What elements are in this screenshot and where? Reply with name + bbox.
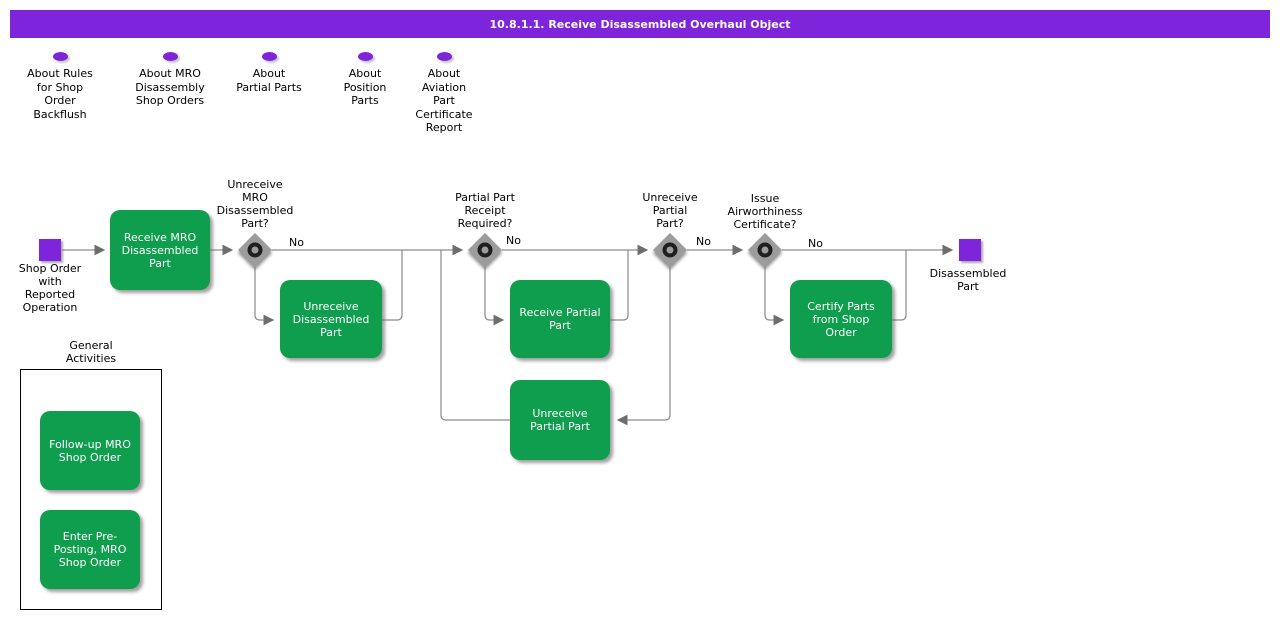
task-label: Unreceive Disassembled Part (292, 299, 370, 339)
exclamation-icon (436, 48, 452, 61)
connector-path (382, 250, 403, 321)
start-node-label: Shop Order with Reported Operation (18, 262, 82, 314)
connector-path (616, 267, 671, 426)
decision-label: Issue Airworthiness Certificate? (727, 192, 803, 231)
exclamation-icon (162, 48, 178, 61)
note-about-mro-disassembly-shop-orders[interactable]: About MRO Disassembly Shop Orders (112, 48, 228, 108)
connector-path (764, 267, 785, 326)
connector-path (440, 250, 510, 421)
decision-ring-icon (662, 242, 678, 258)
connector-path (610, 250, 629, 321)
note-label: About Position Parts (343, 67, 387, 107)
branch-no-label: No (506, 234, 521, 247)
branch-no-label: No (289, 236, 304, 249)
diagram-title: 10.8.1.1. Receive Disassembled Overhaul … (489, 17, 791, 31)
note-label: About Partial Parts (236, 67, 302, 94)
task-label: Receive MRO Disassembled Part (121, 230, 199, 270)
decision-ring-icon (247, 242, 263, 258)
task-receive-mro-disassembled-part[interactable]: Receive MRO Disassembled Part (110, 210, 210, 290)
connector-path (254, 267, 275, 326)
note-about-position-parts[interactable]: About Position Parts (307, 48, 423, 108)
note-about-partial-parts[interactable]: About Partial Parts (211, 48, 327, 94)
task-label: Follow-up MRO Shop Order (49, 437, 131, 464)
branch-no-label: No (696, 235, 711, 248)
decision-label: Unreceive Partial Part? (642, 191, 698, 230)
note-about-rules-for-shop-order-backflush[interactable]: About Rules for Shop Order Backflush (2, 48, 118, 121)
task-receive-partial-part[interactable]: Receive Partial Part (510, 280, 610, 358)
task-label: Certify Parts from Shop Order (807, 299, 875, 339)
note-label: About MRO Disassembly Shop Orders (135, 67, 205, 107)
task-unreceive-partial-part[interactable]: Unreceive Partial Part (510, 380, 610, 460)
diagram-title-bar: 10.8.1.1. Receive Disassembled Overhaul … (10, 10, 1270, 38)
general-activities-title: General Activities (65, 339, 117, 365)
task-enter-pre-posting-mro-shop-order[interactable]: Enter Pre- Posting, MRO Shop Order (40, 510, 140, 589)
decision-label: Partial Part Receipt Required? (455, 191, 515, 230)
task-label: Unreceive Partial Part (530, 407, 590, 433)
exclamation-icon (357, 48, 373, 61)
decision-ring-icon (757, 242, 773, 258)
task-label: Receive Partial Part (519, 306, 601, 332)
exclamation-icon (52, 48, 68, 61)
connector-path (892, 250, 907, 321)
note-label: About Aviation Part Certificate Report (415, 67, 473, 134)
decision-ring-icon (477, 242, 493, 258)
exclamation-icon (261, 48, 277, 61)
connector-path (484, 267, 505, 326)
end-node-label: Disassembled Part (929, 267, 1007, 293)
task-unreceive-disassembled-part[interactable]: Unreceive Disassembled Part (280, 280, 382, 358)
task-certify-parts-from-shop-order[interactable]: Certify Parts from Shop Order (790, 280, 892, 358)
start-node-shop-order[interactable] (39, 239, 61, 261)
decision-label: Unreceive MRO Disassembled Part? (216, 178, 294, 230)
task-follow-up-mro-shop-order[interactable]: Follow-up MRO Shop Order (40, 411, 140, 490)
note-about-aviation-part-certificate-report[interactable]: About Aviation Part Certificate Report (386, 48, 502, 135)
branch-no-label: No (808, 237, 823, 250)
task-label: Enter Pre- Posting, MRO Shop Order (53, 530, 127, 569)
note-label: About Rules for Shop Order Backflush (27, 67, 93, 121)
end-node-disassembled-part[interactable] (959, 239, 981, 261)
